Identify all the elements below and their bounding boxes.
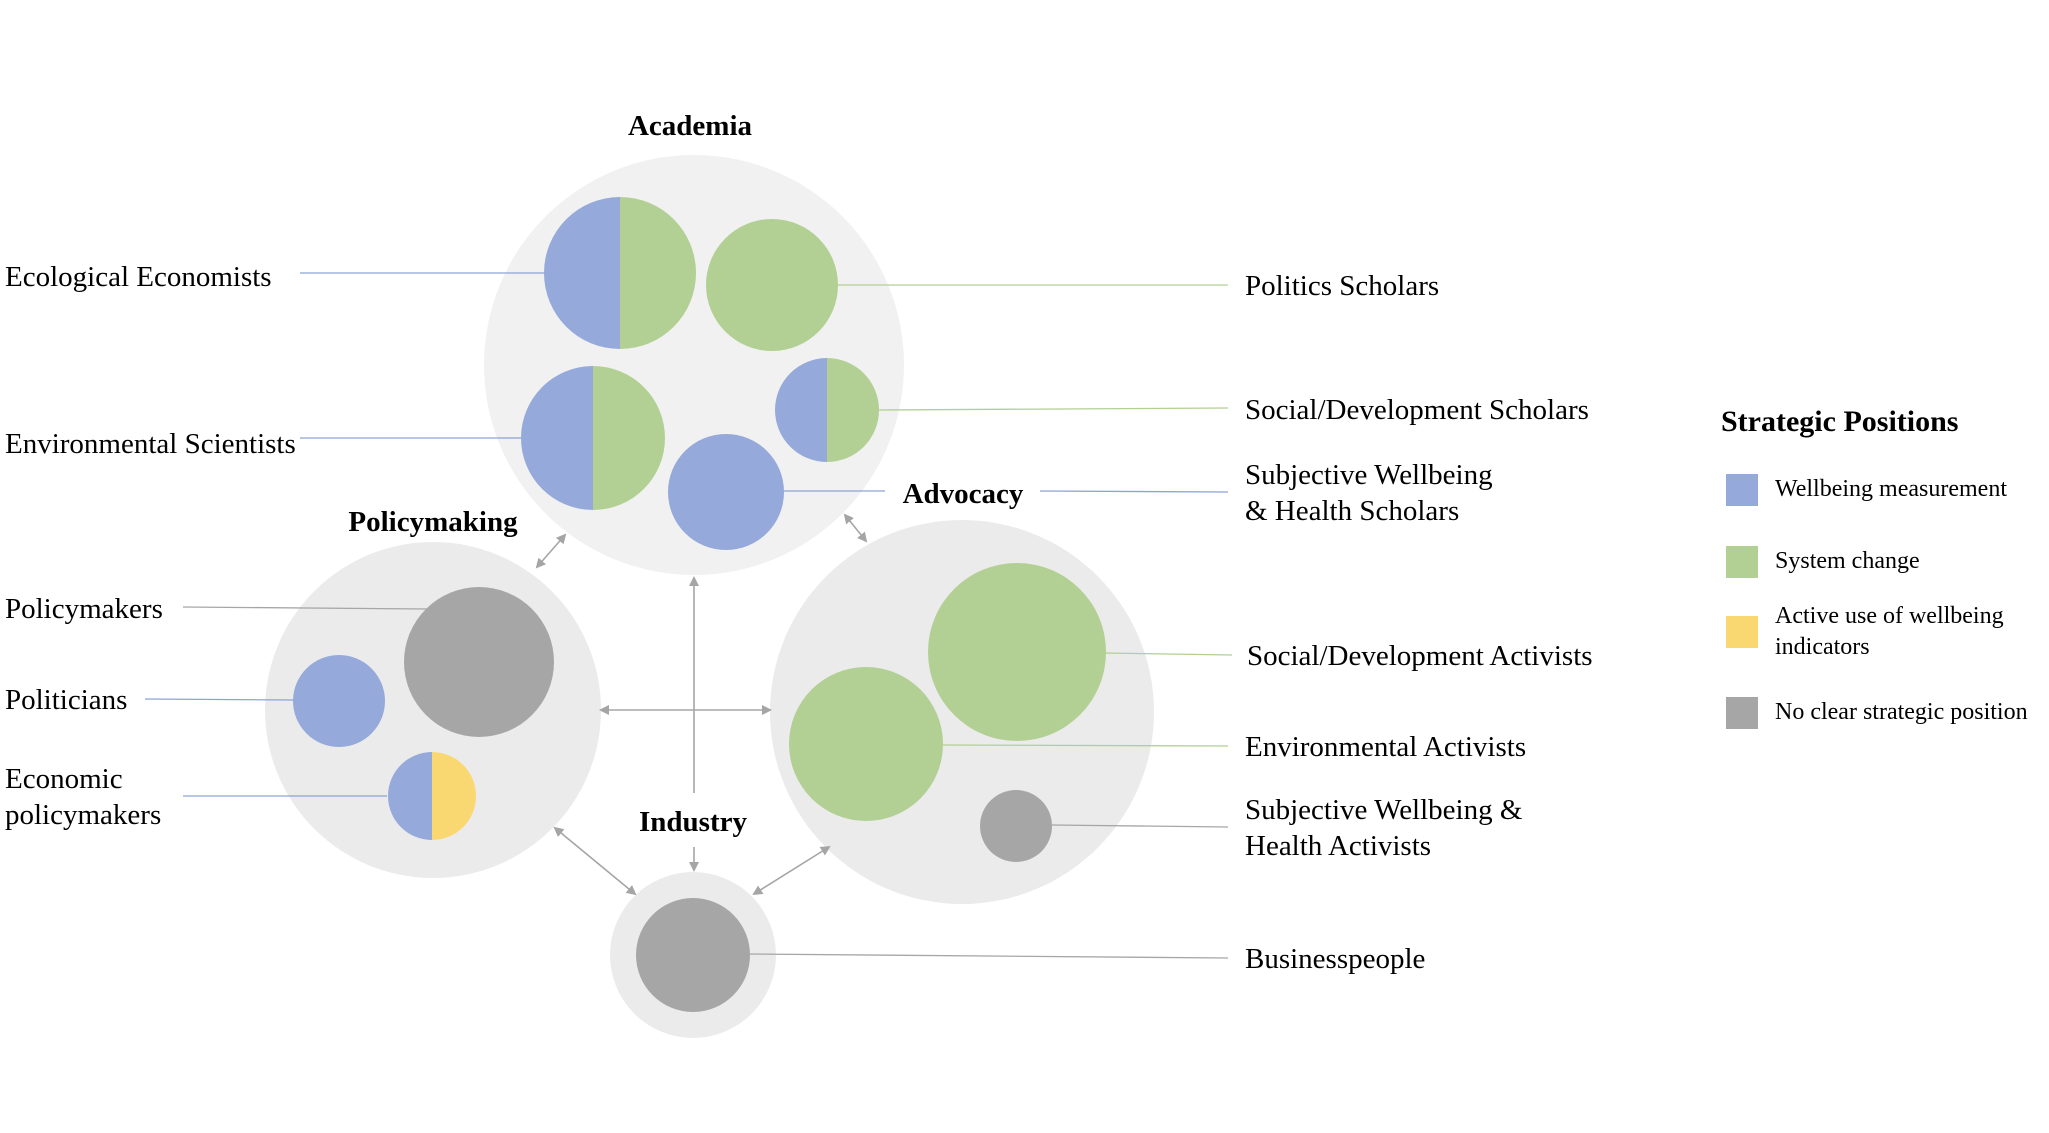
policymakers-circle xyxy=(404,587,554,737)
label-economic-policymakers-2: policymakers xyxy=(5,799,161,831)
environmental-scientists-circle xyxy=(521,366,665,510)
politicians-circle xyxy=(293,655,385,747)
arrow-policymaking-academia xyxy=(535,533,567,569)
legend-swatch-wellbeing-measurement xyxy=(1726,474,1758,506)
label-swb-health-scholars-2: & Health Scholars xyxy=(1245,495,1459,527)
leader-politicians xyxy=(144,698,296,701)
label-politicians: Politicians xyxy=(5,684,127,716)
arrow-policymaking-industry xyxy=(553,826,637,896)
legend-title: Strategic Positions xyxy=(1721,405,1958,438)
legend-label-active-use-2: indicators xyxy=(1775,634,1870,660)
arrow-industry-advocacy xyxy=(752,845,831,896)
leader-swb-scholars-b xyxy=(1039,490,1229,493)
leader-businesspeople xyxy=(749,953,1229,959)
politics-scholars-circle xyxy=(706,219,838,351)
ecological-economists-circle xyxy=(544,197,696,349)
connection-arrows xyxy=(535,513,868,896)
group-label-academia: Academia xyxy=(628,110,753,142)
label-economic-policymakers-1: Economic xyxy=(5,763,123,795)
legend: Strategic Positions Wellbeing measuremen… xyxy=(1721,405,2028,729)
label-social-dev-scholars: Social/Development Scholars xyxy=(1245,394,1589,426)
leader-swb-activists xyxy=(1051,824,1229,828)
label-ecological-economists: Ecological Economists xyxy=(5,261,272,293)
legend-label-wellbeing-measurement: Wellbeing measurement xyxy=(1775,476,2007,502)
label-environmental-activists: Environmental Activists xyxy=(1245,731,1526,763)
leader-environmental-activists xyxy=(941,744,1229,747)
economic-policymakers-circle xyxy=(388,752,476,840)
social-dev-scholars-circle xyxy=(775,358,879,462)
businesspeople-circle xyxy=(636,898,750,1012)
label-environmental-scientists: Environmental Scientists xyxy=(5,428,296,460)
label-swb-health-activists-1: Subjective Wellbeing & xyxy=(1245,794,1523,826)
social-dev-activists-circle xyxy=(928,563,1106,741)
leader-policymakers xyxy=(182,606,429,610)
swb-health-activists-circle xyxy=(980,790,1052,862)
label-swb-health-scholars-1: Subjective Wellbeing xyxy=(1245,459,1493,491)
label-politics-scholars: Politics Scholars xyxy=(1245,270,1439,302)
label-businesspeople: Businesspeople xyxy=(1245,943,1425,975)
leader-social-dev-scholars xyxy=(878,407,1229,411)
environmental-activists-circle xyxy=(789,667,943,821)
label-swb-health-activists-2: Health Activists xyxy=(1245,830,1431,862)
legend-label-system-change: System change xyxy=(1775,548,1920,574)
group-label-advocacy: Advocacy xyxy=(903,478,1024,510)
legend-swatch-system-change xyxy=(1726,546,1758,578)
label-social-dev-activists: Social/Development Activists xyxy=(1247,640,1593,672)
legend-label-no-position: No clear strategic position xyxy=(1775,699,2028,725)
group-label-policymaking: Policymaking xyxy=(348,506,518,538)
leader-social-dev-activists xyxy=(1103,652,1233,656)
legend-swatch-no-position xyxy=(1726,697,1758,729)
group-label-industry: Industry xyxy=(639,806,747,838)
label-policymakers: Policymakers xyxy=(5,593,163,625)
leader-lines xyxy=(144,272,1233,959)
legend-swatch-active-use xyxy=(1726,616,1758,648)
arrow-advocacy-academia xyxy=(843,513,868,543)
swb-health-scholars-circle xyxy=(668,434,784,550)
legend-label-active-use-1: Active use of wellbeing xyxy=(1775,603,2004,629)
